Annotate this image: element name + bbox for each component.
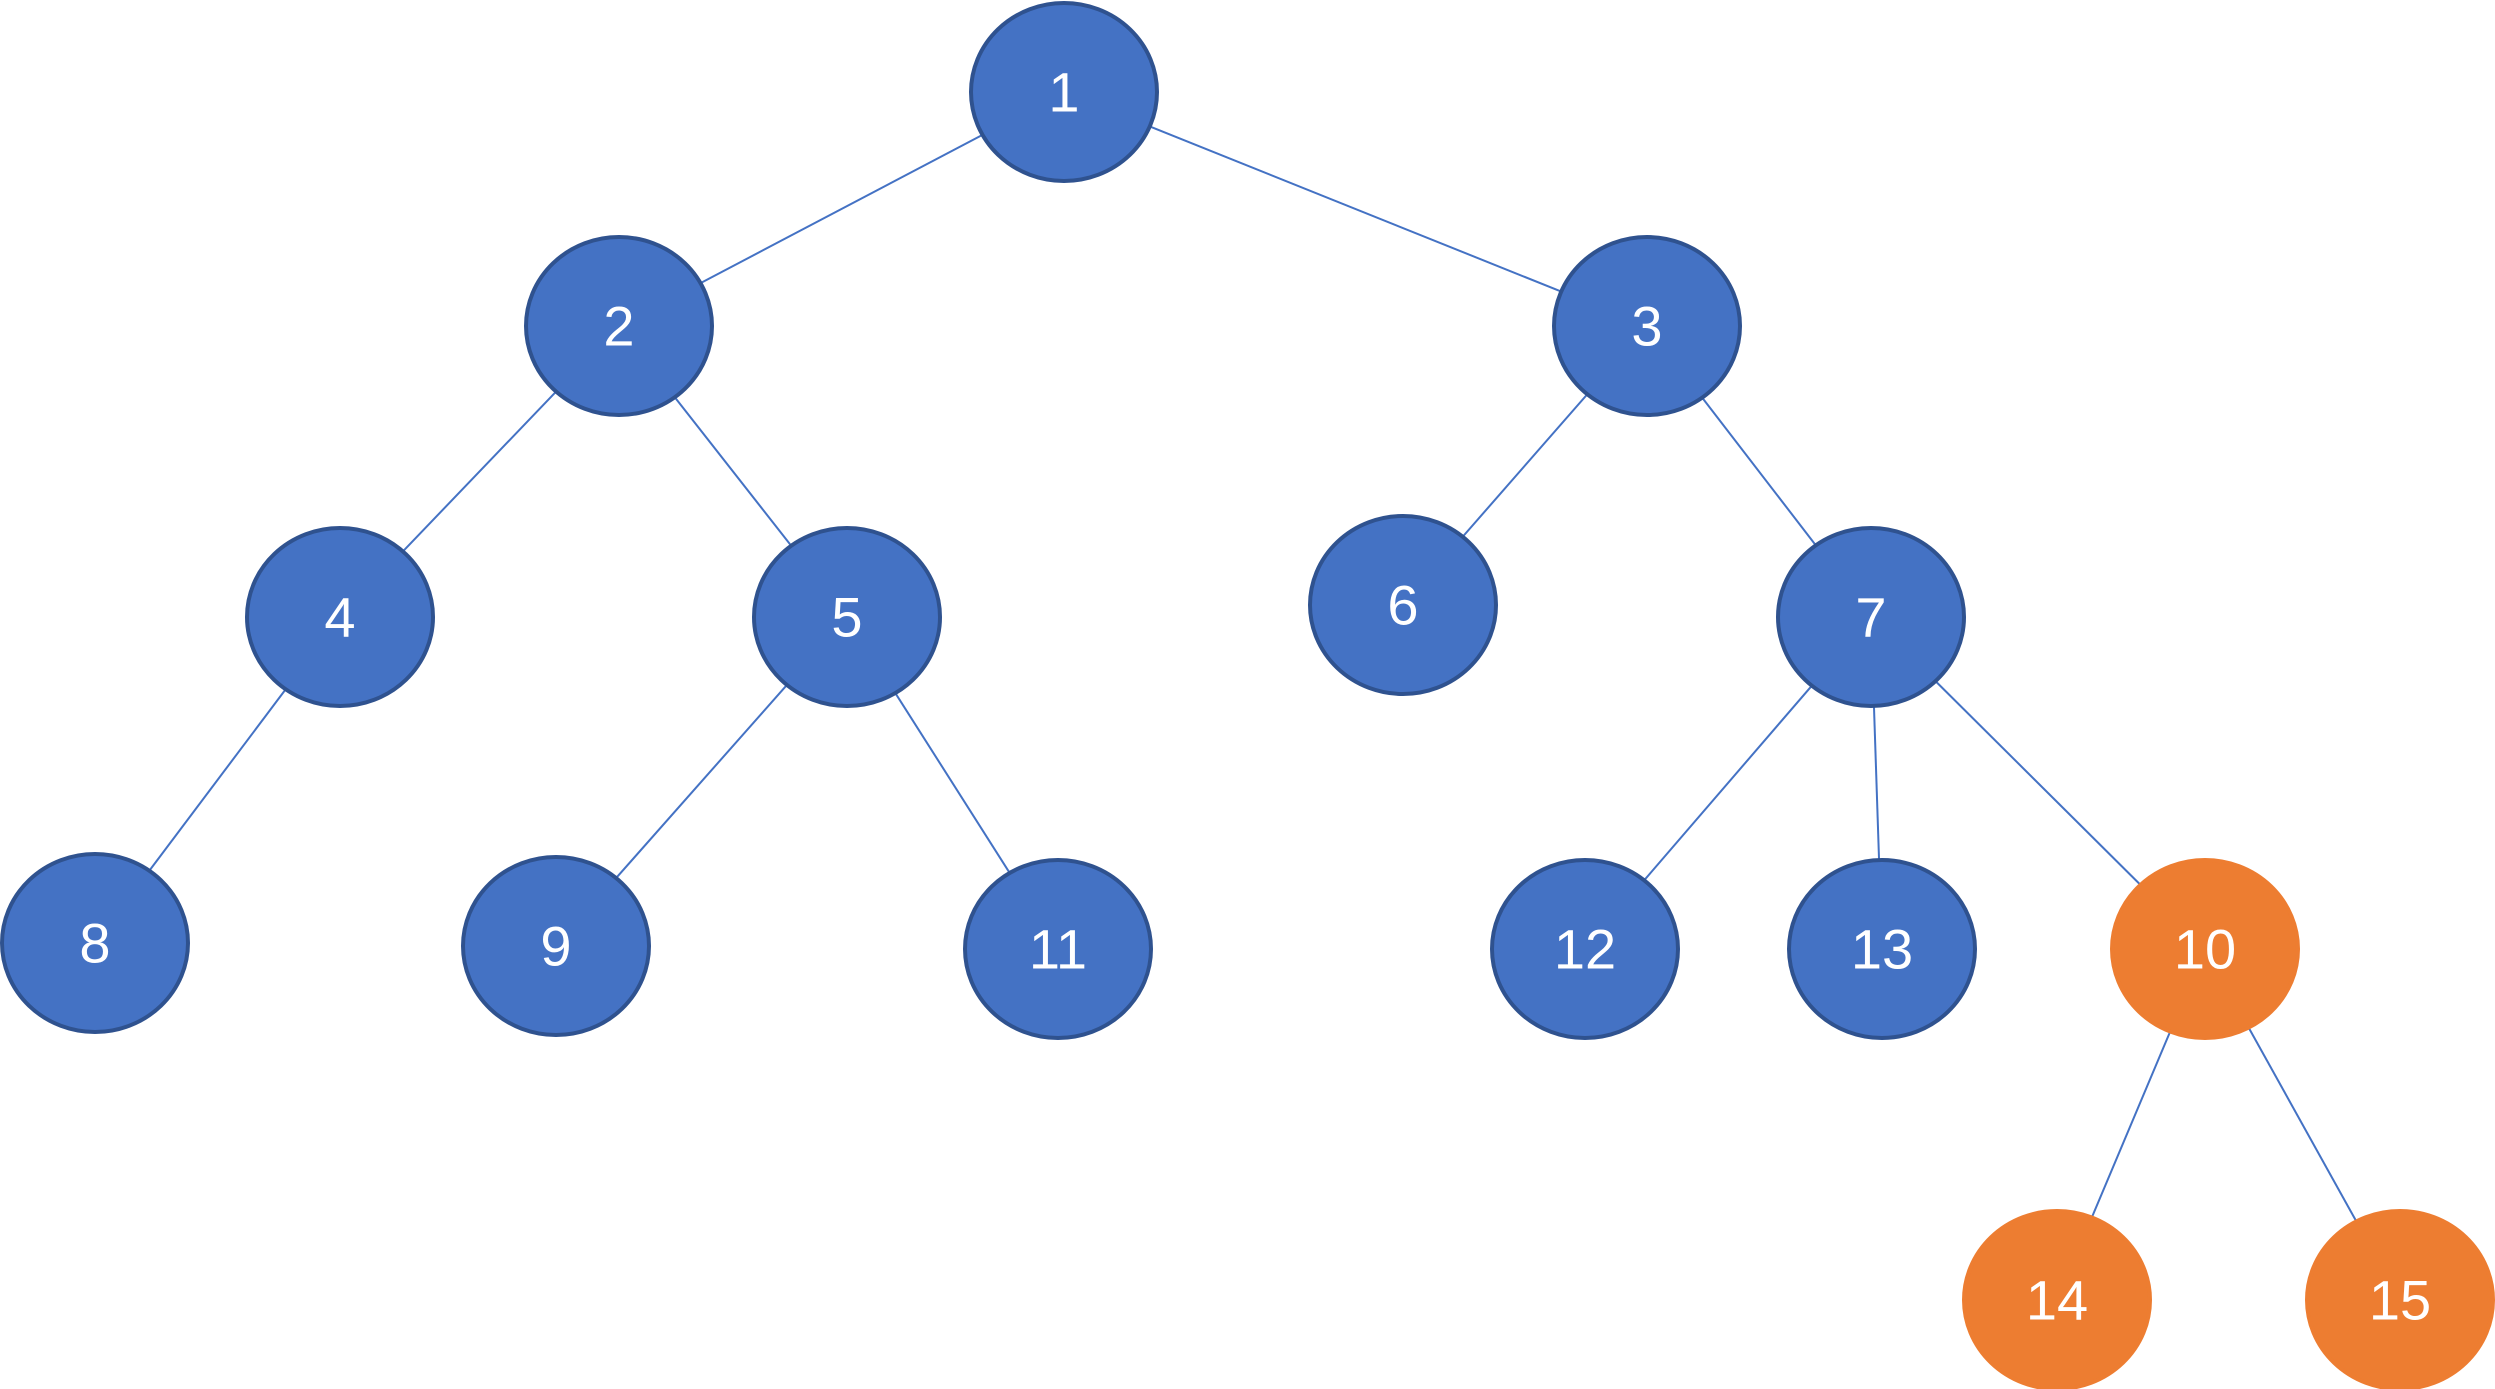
node-label: 2 bbox=[603, 295, 634, 358]
tree-node-9: 9 bbox=[461, 855, 651, 1037]
node-circle bbox=[245, 526, 435, 708]
edge-7-13 bbox=[1872, 705, 1881, 861]
node-circle bbox=[963, 858, 1153, 1040]
edge-3-6 bbox=[1461, 393, 1589, 538]
node-label: 10 bbox=[2174, 918, 2236, 981]
node-circle bbox=[0, 852, 190, 1034]
tree-node-10: 10 bbox=[2110, 858, 2300, 1040]
edge-7-10 bbox=[1934, 680, 2142, 886]
node-circle bbox=[752, 526, 942, 708]
node-label: 13 bbox=[1851, 918, 1913, 981]
edge-1-3 bbox=[1149, 125, 1562, 293]
tree-node-11: 11 bbox=[963, 858, 1153, 1040]
node-label: 3 bbox=[1631, 295, 1662, 358]
node-circle bbox=[524, 235, 714, 417]
tree-node-8: 8 bbox=[0, 852, 190, 1034]
node-label: 1 bbox=[1048, 61, 1079, 124]
tree-node-7: 7 bbox=[1776, 526, 1966, 708]
node-label: 7 bbox=[1855, 586, 1886, 649]
tree-node-15: 15 bbox=[2305, 1209, 2495, 1389]
node-circle bbox=[1776, 526, 1966, 708]
tree-node-4: 4 bbox=[245, 526, 435, 708]
edge-5-11 bbox=[894, 692, 1011, 874]
edge-2-4 bbox=[402, 390, 557, 553]
tree-node-3: 3 bbox=[1552, 235, 1742, 417]
edge-10-15 bbox=[2247, 1027, 2358, 1222]
tree-node-2: 2 bbox=[524, 235, 714, 417]
edge-10-14 bbox=[2090, 1031, 2172, 1218]
node-label: 8 bbox=[79, 912, 110, 975]
node-circle bbox=[2110, 858, 2300, 1040]
node-label: 11 bbox=[1029, 918, 1087, 981]
tree-node-5: 5 bbox=[752, 526, 942, 708]
node-circle bbox=[2305, 1209, 2495, 1389]
node-label: 12 bbox=[1554, 918, 1616, 981]
tree-node-14: 14 bbox=[1962, 1209, 2152, 1389]
node-circle bbox=[1308, 514, 1498, 696]
node-label: 9 bbox=[540, 915, 571, 978]
tree-node-12: 12 bbox=[1490, 858, 1680, 1040]
node-circle bbox=[1552, 235, 1742, 417]
node-label: 5 bbox=[831, 586, 862, 649]
tree-node-6: 6 bbox=[1308, 514, 1498, 696]
edge-5-9 bbox=[615, 684, 788, 879]
node-circle bbox=[1962, 1209, 2152, 1389]
edge-4-8 bbox=[148, 688, 287, 872]
node-circle bbox=[1490, 858, 1680, 1040]
node-circle bbox=[461, 855, 651, 1037]
edges-layer bbox=[148, 125, 2358, 1222]
node-label: 15 bbox=[2369, 1269, 2431, 1332]
tree-node-13: 13 bbox=[1787, 858, 1977, 1040]
node-circle bbox=[1787, 858, 1977, 1040]
node-label: 14 bbox=[2026, 1269, 2088, 1332]
node-label: 6 bbox=[1387, 574, 1418, 637]
tree-node-1: 1 bbox=[969, 1, 1159, 183]
edge-3-7 bbox=[1701, 397, 1817, 546]
edge-7-12 bbox=[1643, 685, 1813, 881]
edge-1-2 bbox=[700, 133, 983, 285]
node-circle bbox=[969, 1, 1159, 183]
node-label: 4 bbox=[324, 586, 355, 649]
edge-2-5 bbox=[674, 396, 792, 547]
